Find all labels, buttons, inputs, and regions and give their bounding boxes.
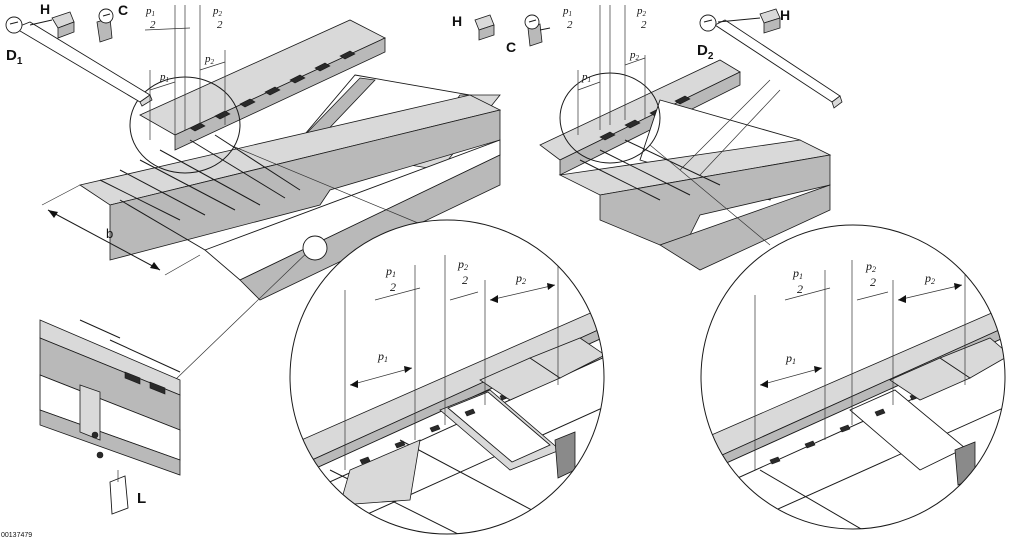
detail-r-p1-half: p1 — [792, 266, 803, 281]
left-chain-links — [189, 50, 356, 132]
dim-p2-right: p2 — [629, 49, 640, 62]
center-detail-view: p1 p1 2 p2 2 p2 — [289, 219, 605, 535]
left-top-dimensions: p1 2 p2 2 p1 p2 — [144, 5, 226, 140]
detail-r-p2-half: p2 — [865, 259, 876, 274]
dim-p1-left: p1 — [159, 71, 169, 84]
dim-p2-left: p2 — [204, 53, 215, 66]
label-c-right: C — [506, 39, 516, 55]
small-detail-circle — [302, 235, 328, 261]
dim-half-right-2: 2 — [641, 19, 647, 31]
left-conveyor: b H C D1 — [5, 1, 502, 381]
detail-p2: p2 — [515, 271, 526, 286]
dim-half-left-2: 2 — [217, 19, 223, 31]
dimension-b: b — [41, 184, 201, 276]
left-slats — [99, 134, 301, 251]
detail-half-1: 2 — [390, 280, 396, 294]
label-c-left: C — [118, 2, 128, 18]
dim-half-left-1: 2 — [150, 19, 156, 31]
label-l: L — [137, 490, 146, 507]
part-c-right — [524, 14, 551, 47]
label-h-left: H — [40, 1, 50, 17]
dim-half-right-1: 2 — [567, 19, 573, 31]
detail-r-p1: p1 — [785, 351, 796, 366]
dim-p1-half-left: p1 — [145, 5, 155, 18]
right-conveyor: H C H D2 p1 2 p2 2 p1 p2 — [452, 5, 843, 271]
detail-r-p2: p2 — [924, 271, 935, 286]
part-c-left — [96, 8, 114, 43]
right-detail-view: p1 p1 2 p2 2 p2 — [700, 224, 1006, 530]
label-h-right-top: H — [780, 7, 790, 23]
detail-p1-half: p1 — [385, 264, 396, 279]
dim-p1-half-right: p1 — [562, 5, 572, 18]
label-d2: D2 — [697, 42, 714, 62]
dim-p2-half-left: p2 — [212, 5, 223, 18]
detail-r-half-2: 2 — [870, 275, 876, 289]
leader-left-inset — [174, 244, 316, 381]
label-h-right: H — [452, 13, 462, 29]
inset-l-detail: L — [39, 319, 181, 515]
detail-half-2: 2 — [462, 273, 468, 287]
right-top-dimensions: p1 2 p2 2 p1 p2 — [562, 5, 647, 135]
part-h-left — [29, 11, 75, 39]
part-h-right-top — [717, 8, 781, 34]
label-b: b — [106, 226, 113, 241]
detail-p1: p1 — [377, 349, 388, 364]
dim-p1-right: p1 — [581, 71, 591, 84]
guide-strip-d1 — [5, 16, 153, 107]
dim-p2-half-right: p2 — [636, 5, 647, 18]
detail-p2-half: p2 — [457, 257, 468, 272]
figure-id: 00137479 — [1, 532, 32, 539]
detail-r-half-1: 2 — [797, 282, 803, 296]
part-h-right — [474, 14, 495, 41]
label-d1: D1 — [6, 47, 23, 67]
